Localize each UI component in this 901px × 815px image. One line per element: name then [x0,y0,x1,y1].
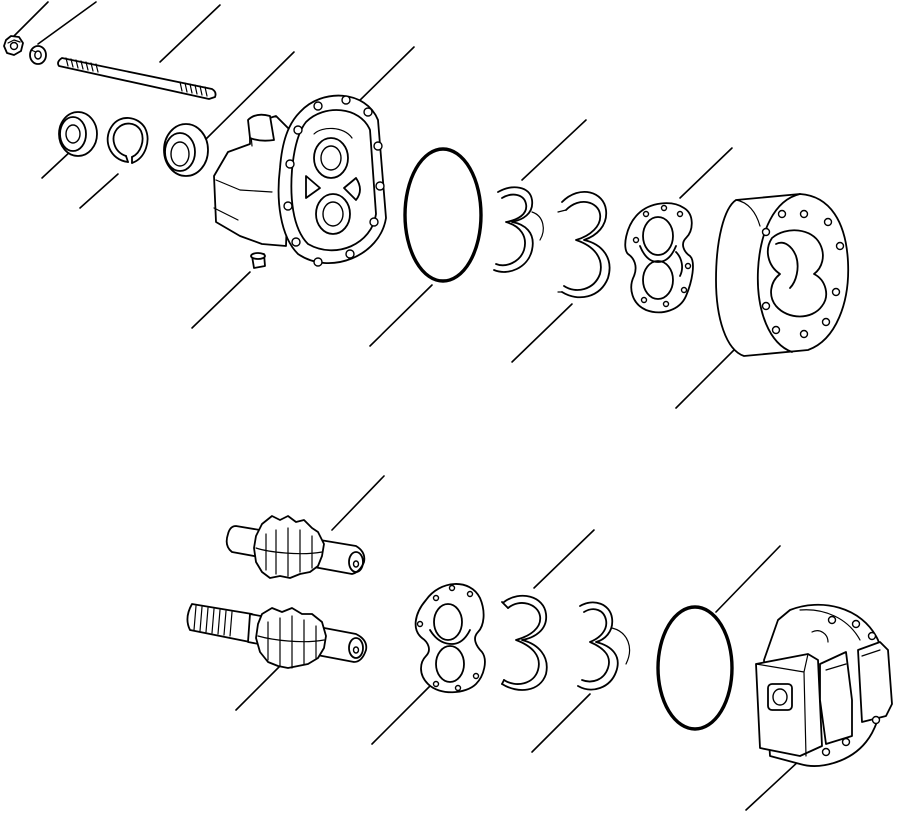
idler-gear [225,515,366,579]
wear-plate-rear [414,583,486,694]
oil-seal [163,123,209,177]
leader-lock-washer [37,1,97,45]
leader-snap-ring [79,173,119,209]
leader-stud [159,4,221,63]
leader-seal-ring-rear [531,693,591,753]
leader-backup-ring-rear [533,529,595,589]
leader-port-end-cover [745,759,801,811]
o-ring-rear [656,605,734,731]
drain-plug [250,252,266,269]
gear-housing [715,193,850,357]
seal-ring-front [557,191,611,299]
drive-gear [186,603,368,669]
leader-mounting-flange [351,46,415,109]
leader-idler-gear [331,475,385,531]
leader-wear-plate-front [679,147,733,199]
snap-ring [106,117,149,164]
backup-ring-rear [501,594,548,691]
leader-o-ring-rear [715,545,781,613]
o-ring-front [403,147,483,283]
hex-nut [3,35,24,56]
leader-hex-nut [9,1,49,41]
leader-backup-ring-front [521,119,587,181]
lock-washer [29,45,47,65]
leader-drain-plug [191,271,251,329]
leader-seal-ring-front [511,303,573,363]
leader-oil-seal [204,51,295,141]
port-end-cover [755,603,893,767]
mounting-flange [213,94,387,267]
leader-wear-plate-rear [371,683,433,745]
seal-ring-rear [577,601,631,691]
leader-o-ring-front [369,284,433,347]
backup-ring-front [493,186,544,273]
leader-shaft-seal [41,149,73,179]
stud [57,57,217,100]
shaft-seal [58,111,98,157]
wear-plate-front [624,202,694,314]
